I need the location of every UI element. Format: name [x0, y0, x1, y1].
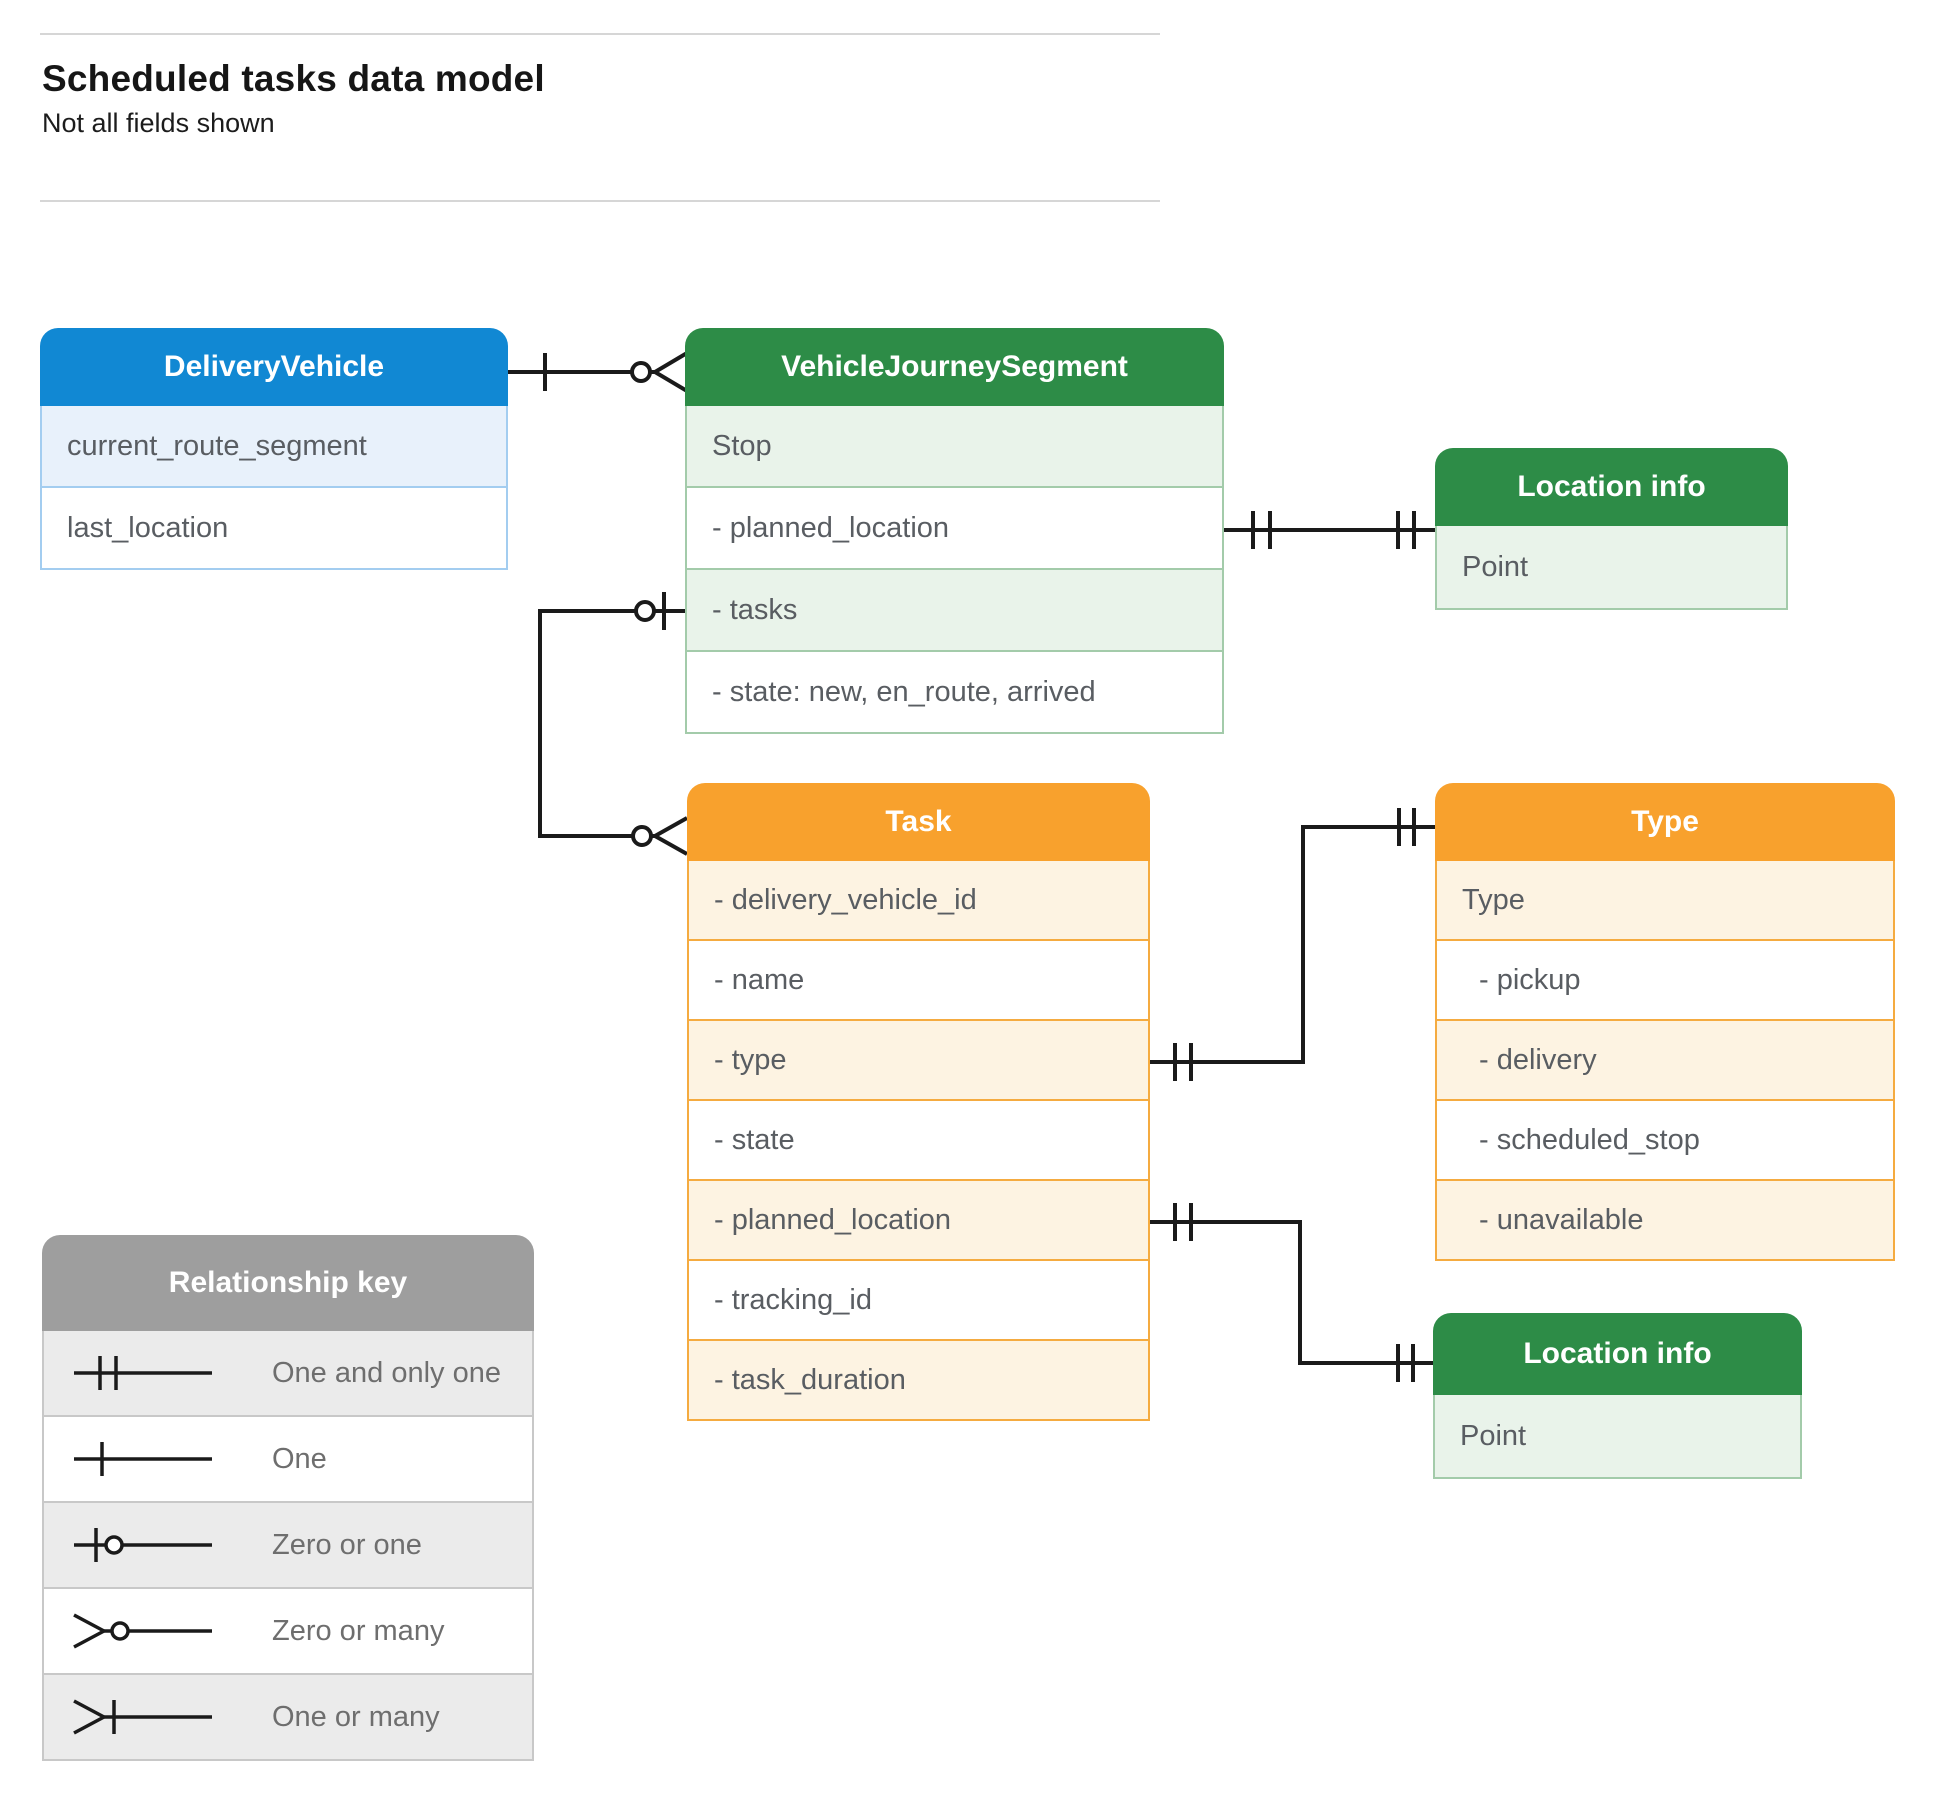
one-or-many-icon	[73, 1699, 212, 1735]
zero-circle	[634, 600, 656, 622]
field-row: Point	[1437, 526, 1786, 608]
legend-label: Zero or one	[272, 1528, 422, 1561]
relationship-key-legend: Relationship key One and only one One Ze…	[42, 1235, 534, 1761]
field-row: - planned_location	[687, 488, 1222, 570]
one-and-only-one-ticks	[1396, 511, 1416, 549]
one-and-only-one-ticks	[1173, 1203, 1193, 1241]
field-row: current_route_segment	[42, 406, 506, 488]
one-and-only-one-ticks	[1397, 808, 1416, 846]
zero-circle	[630, 361, 652, 383]
entity-fields: Point	[1435, 526, 1788, 610]
one-and-only-one-ticks	[1173, 1043, 1193, 1081]
crow-foot	[653, 351, 689, 393]
entity-title: Task	[687, 783, 1150, 861]
entity-title: VehicleJourneySegment	[685, 328, 1224, 406]
one-and-only-one-ticks	[1251, 511, 1272, 549]
legend-item: Zero or one	[44, 1503, 532, 1589]
entity-title: DeliveryVehicle	[40, 328, 508, 406]
legend-item: One or many	[44, 1675, 532, 1759]
field-row: - task_duration	[689, 1341, 1148, 1419]
connector-task-locationinfo	[1150, 1220, 1433, 1365]
legend-items: One and only one One Zero or one Zero or…	[42, 1331, 534, 1761]
field-row: - delivery_vehicle_id	[689, 861, 1148, 941]
field-row: - state: new, en_route, arrived	[687, 652, 1222, 732]
connector-task-type	[1150, 825, 1435, 1064]
legend-label: One or many	[272, 1700, 440, 1733]
entity-title: Location info	[1435, 448, 1788, 526]
entity-fields: current_route_segment last_location	[40, 406, 508, 570]
field-row: - name	[689, 941, 1148, 1021]
legend-label: One and only one	[272, 1356, 501, 1389]
entity-type: Type Type - pickup - delivery - schedule…	[1435, 783, 1895, 1261]
divider-line	[40, 33, 1160, 35]
field-row: Type	[1437, 861, 1893, 941]
entity-fields: Point	[1433, 1395, 1802, 1479]
legend-item: Zero or many	[44, 1589, 532, 1675]
legend-label: Zero or many	[272, 1614, 445, 1647]
field-row: Stop	[687, 406, 1222, 488]
page-title: Scheduled tasks data model	[42, 58, 545, 99]
legend-item: One	[44, 1417, 532, 1503]
one-and-only-one-icon	[74, 1356, 212, 1390]
legend-label: One	[272, 1442, 327, 1475]
entity-location-info-top: Location info Point	[1435, 448, 1788, 610]
entity-fields: - delivery_vehicle_id - name - type - st…	[687, 861, 1150, 1421]
legend-item: One and only one	[44, 1331, 532, 1417]
crow-foot	[654, 816, 688, 856]
field-row: - tasks	[687, 570, 1222, 652]
entity-fields: Stop - planned_location - tasks - state:…	[685, 406, 1224, 734]
field-row: - type	[689, 1021, 1148, 1101]
divider-line	[40, 200, 1160, 202]
one-and-only-one-ticks	[1396, 1344, 1415, 1382]
field-row: last_location	[42, 488, 506, 568]
entity-fields: Type - pickup - delivery - scheduled_sto…	[1435, 861, 1895, 1261]
field-row: - delivery	[1437, 1021, 1893, 1101]
entity-title: Type	[1435, 783, 1895, 861]
field-row: - scheduled_stop	[1437, 1101, 1893, 1181]
entity-task: Task - delivery_vehicle_id - name - type…	[687, 783, 1150, 1421]
one-icon	[74, 1442, 212, 1476]
field-row: - tracking_id	[689, 1261, 1148, 1341]
field-row: - planned_location	[689, 1181, 1148, 1261]
zero-or-many-icon	[73, 1613, 212, 1649]
field-row: - pickup	[1437, 941, 1893, 1021]
entity-location-info-bottom: Location info Point	[1433, 1313, 1802, 1479]
entity-delivery-vehicle: DeliveryVehicle current_route_segment la…	[40, 328, 508, 570]
zero-or-one-icon	[74, 1528, 212, 1562]
field-row: Point	[1435, 1395, 1800, 1477]
connector-vjs-task	[538, 609, 685, 838]
field-row: - unavailable	[1437, 1181, 1893, 1259]
page-subtitle: Not all fields shown	[42, 108, 275, 138]
entity-vehicle-journey-segment: VehicleJourneySegment Stop - planned_loc…	[685, 328, 1224, 734]
entity-title: Location info	[1433, 1313, 1802, 1395]
zero-circle	[631, 825, 653, 847]
legend-title: Relationship key	[42, 1235, 534, 1331]
field-row: - state	[689, 1101, 1148, 1181]
